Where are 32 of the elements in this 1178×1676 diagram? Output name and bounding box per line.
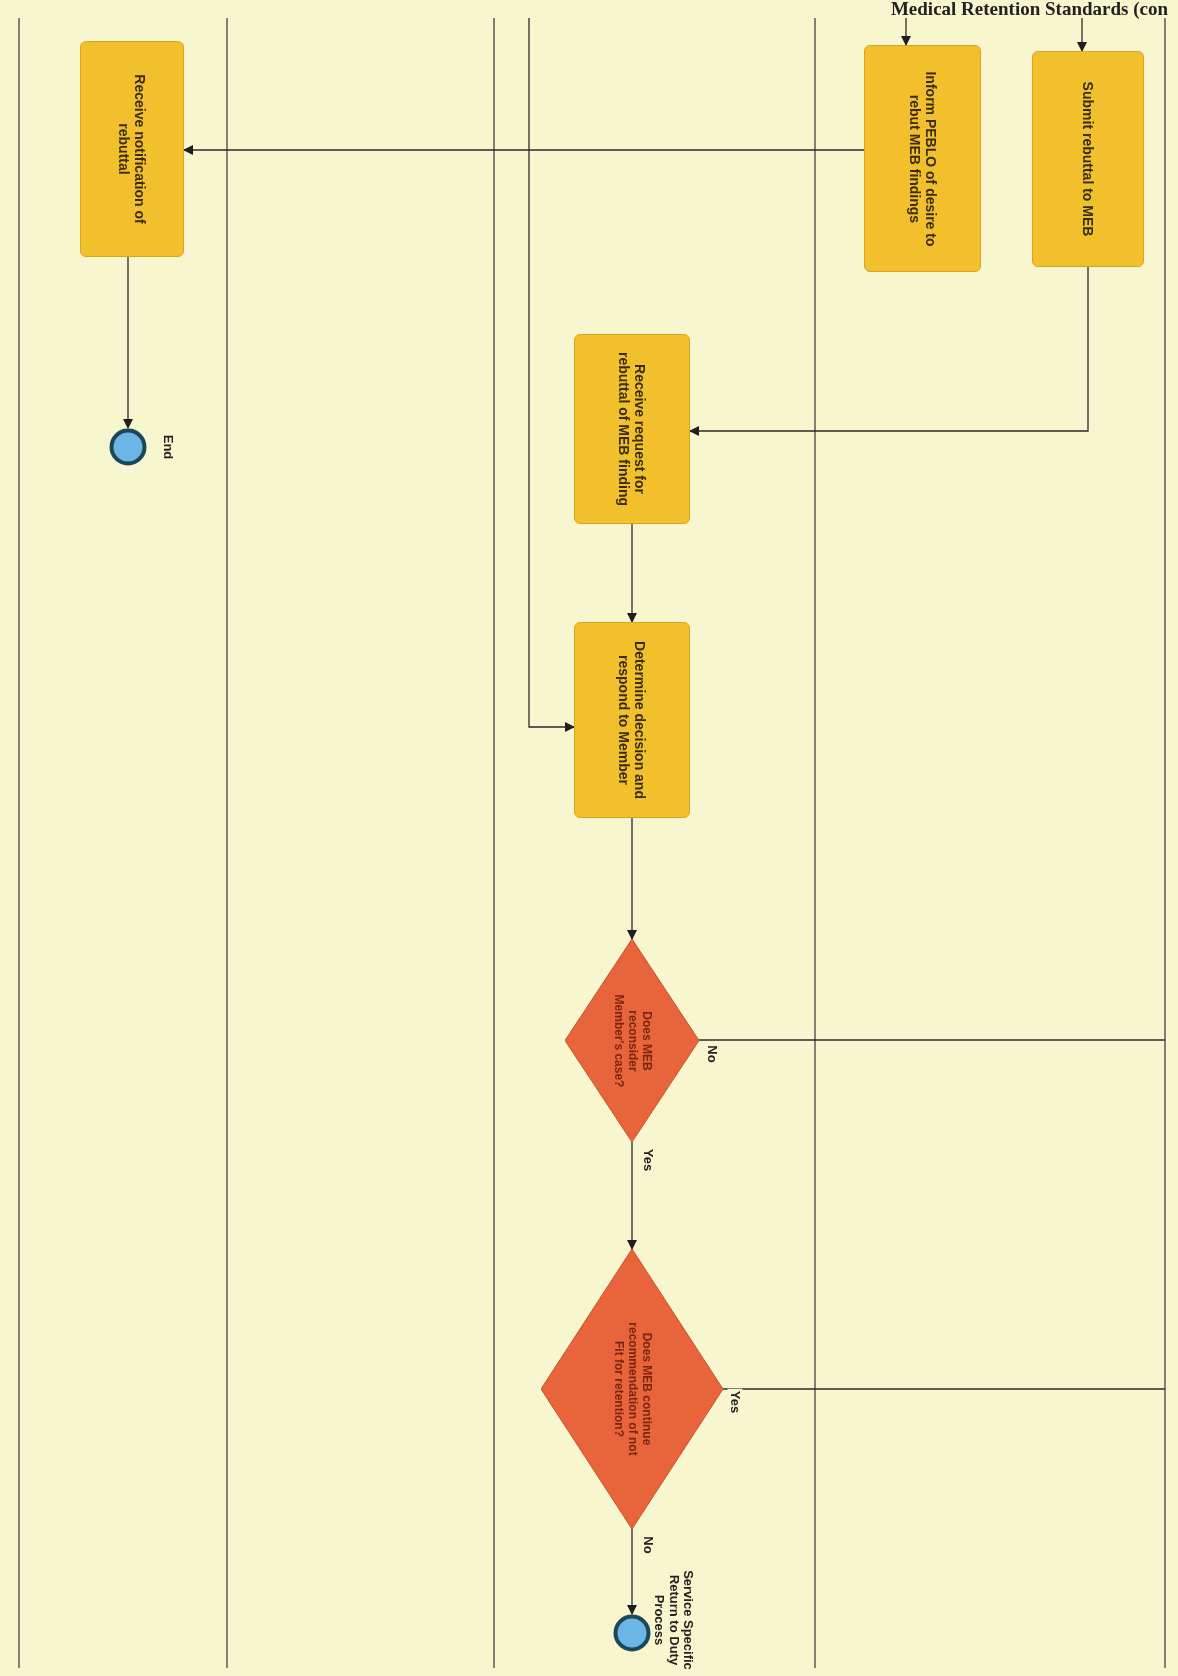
decision-diamond (541, 1249, 723, 1529)
arrow (627, 817, 637, 940)
arrow (901, 17, 911, 46)
connector-line (698, 1039, 1166, 1041)
connector-line (722, 1388, 1166, 1390)
process-box (1032, 51, 1144, 267)
step-label: Does MEB reconsider Member's case? (611, 993, 653, 1089)
event-label: Service Specific Return to Duty Process (652, 1570, 696, 1670)
step-label: Determine decision and respond to Member (615, 640, 649, 801)
arrow (627, 1528, 637, 1615)
event-label: End (160, 433, 176, 462)
arrow (627, 523, 637, 623)
arrow (1077, 17, 1087, 52)
process-box (80, 41, 184, 257)
process-box (864, 45, 981, 272)
step-label: Submit rebuttal to MEB (1079, 80, 1097, 239)
decision-diamond (565, 939, 699, 1142)
end-event-circle (613, 1614, 651, 1652)
title: Medical Retention Standards (con (890, 0, 1168, 20)
arrow (123, 256, 133, 429)
process-box (574, 622, 690, 818)
edge-label: Yes (727, 1388, 743, 1416)
step-label: Receive request for rebuttal of MEB finding (615, 351, 649, 508)
step-label: Inform PEBLO of desire to rebut MEB findings (906, 70, 939, 248)
step-label: Does MEB continue recommendation of not Fit for retention? (611, 1321, 653, 1458)
arrow (528, 17, 575, 732)
step-label: Receive notification of rebuttal (115, 73, 149, 226)
process-box (574, 334, 690, 524)
arrow (689, 266, 1089, 436)
arrow (183, 145, 865, 155)
end-event-circle (109, 428, 147, 466)
arrow (627, 1141, 637, 1250)
